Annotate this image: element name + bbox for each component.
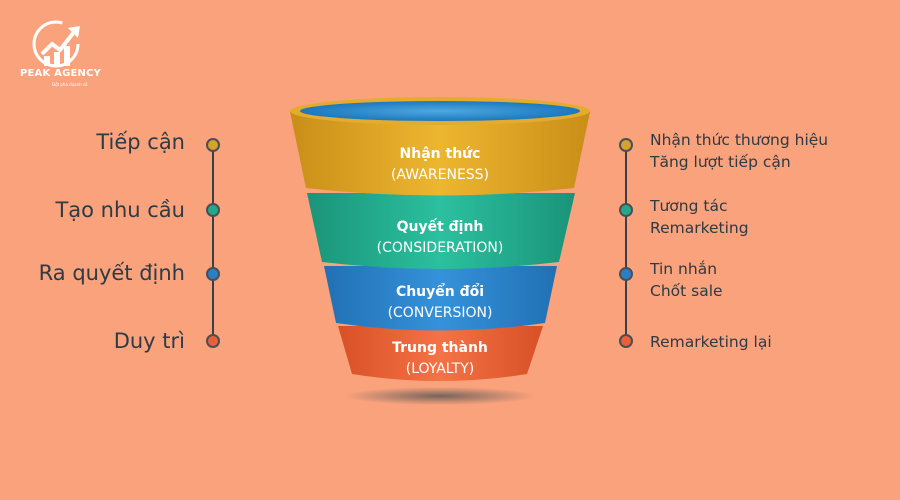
funnel-label-loyalty: Trung thành (LOYALTY): [320, 338, 560, 380]
funnel-title: Nhận thức: [399, 146, 481, 162]
stage-label-3: Ra quyết định: [38, 261, 185, 285]
tactic-group-2: Tương tác Remarketing: [650, 195, 890, 239]
tactic-text: Nhận thức thương hiệu: [650, 131, 829, 149]
tactic-group-4: Remarketing lại: [650, 331, 890, 353]
funnel-label-conversion: Chuyển đổi (CONVERSION): [320, 282, 560, 324]
funnel-opening: [300, 101, 580, 121]
funnel-shadow: [345, 387, 535, 405]
funnel-segment-loyalty: [338, 326, 543, 381]
stage-label-2: Tạo nhu cầu: [55, 198, 185, 222]
right-timeline: [625, 146, 627, 342]
tactic-group-1: Nhận thức thương hiệu Tăng lượt tiếp cận: [650, 129, 890, 173]
funnel-title: Quyết định: [396, 219, 484, 235]
tactic-group-3: Tin nhắn Chốt sale: [650, 258, 890, 302]
tactic-dot-3: [619, 267, 633, 281]
tactic-text: Remarketing lại: [650, 333, 772, 351]
tactic-text: Tăng lượt tiếp cận: [650, 153, 791, 171]
funnel-subtitle: (CONSIDERATION): [376, 240, 504, 256]
tactic-dot-4: [619, 334, 633, 348]
brand-name: PEAK AGENCY: [20, 68, 102, 79]
tactic-dot-1: [619, 138, 633, 152]
funnel-segment-consideration: [307, 193, 575, 269]
tactic-text: Chốt sale: [650, 282, 723, 300]
funnel-subtitle: (AWARENESS): [390, 167, 490, 183]
brand-tagline: Đột phá doanh số: [52, 82, 88, 87]
funnel-subtitle: (CONVERSION): [387, 305, 493, 321]
funnel-title: Trung thành: [392, 340, 488, 356]
left-timeline: [212, 146, 214, 342]
funnel-segment-awareness: [290, 112, 590, 196]
growth-arrow-icon: [32, 20, 80, 68]
tactic-dot-2: [619, 203, 633, 217]
tactic-text: Remarketing: [650, 219, 749, 237]
funnel-label-consideration: Quyết định (CONSIDERATION): [320, 217, 560, 259]
stage-dot-3: [206, 267, 220, 281]
stage-label-1: Tiếp cận: [96, 130, 185, 154]
stage-dot-2: [206, 203, 220, 217]
stage-dot-1: [206, 138, 220, 152]
funnel-title: Chuyển đổi: [395, 284, 485, 300]
tactic-text: Tương tác: [650, 197, 728, 215]
funnel-label-awareness: Nhận thức (AWARENESS): [320, 144, 560, 186]
funnel-segment-conversion: [324, 266, 557, 331]
stage-dot-4: [206, 334, 220, 348]
stage-label-4: Duy trì: [113, 329, 185, 353]
funnel-subtitle: (LOYALTY): [405, 361, 475, 377]
tactic-text: Tin nhắn: [650, 260, 718, 278]
